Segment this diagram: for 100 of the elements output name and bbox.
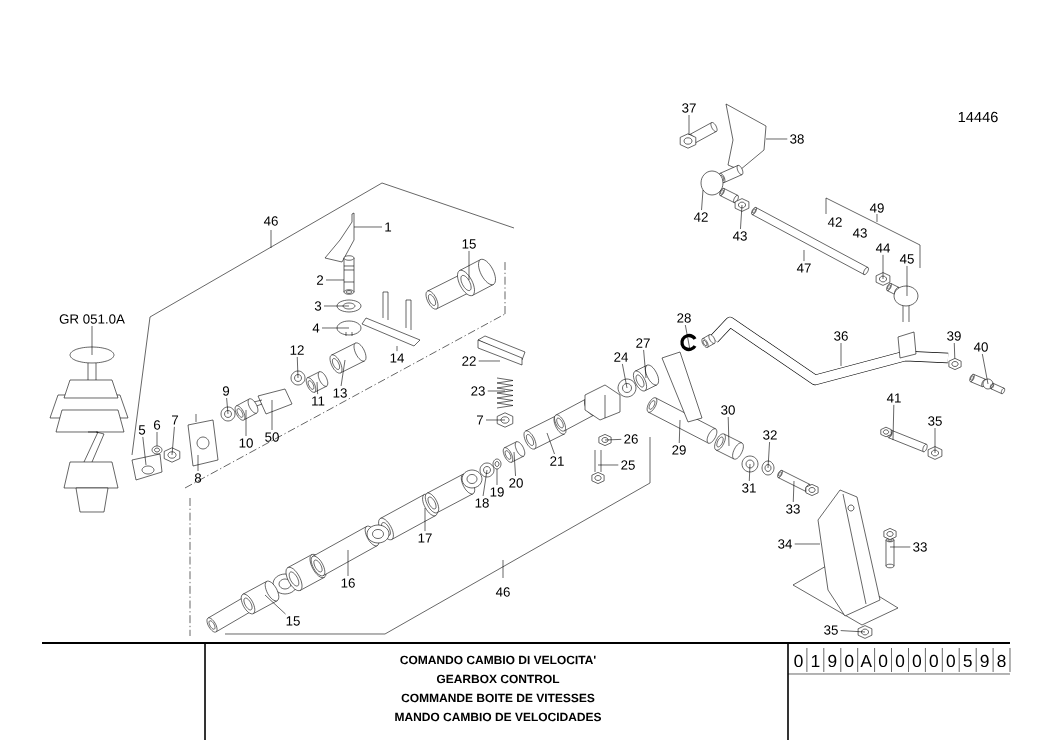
leader-line [296, 356, 299, 379]
bolt-drawing [777, 470, 819, 496]
washer-drawing [336, 299, 362, 313]
leader-line [347, 549, 349, 577]
sleeve-drawing [714, 433, 744, 460]
leader-line [353, 226, 383, 228]
callout-number: 45 [899, 254, 914, 264]
callout-number: 29 [672, 445, 686, 455]
callout-number: 34 [778, 539, 792, 549]
callout-number: 17 [418, 533, 432, 543]
washer-drawing [492, 458, 502, 470]
code-cell: 0 [878, 647, 892, 673]
callout-number: 24 [614, 352, 628, 362]
callout-number: 6 [153, 420, 161, 430]
callout-number: 25 [621, 460, 635, 470]
code-cell: 0 [946, 647, 960, 673]
callout-number: 44 [875, 243, 890, 253]
callout-number: 46 [263, 216, 278, 226]
bolt-drawing [591, 449, 605, 484]
leader-line [323, 305, 350, 307]
callout-number: 7 [477, 415, 484, 425]
bolt-drawing [679, 122, 718, 149]
shaft-drawing [272, 524, 390, 595]
title-text: GEARBOX CONTROL [436, 674, 560, 684]
callout-number: 31 [742, 483, 756, 493]
washer-drawing [220, 406, 236, 422]
block-drawing [187, 413, 219, 467]
pin-drawing [343, 255, 355, 295]
code-cell: 8 [997, 647, 1011, 673]
title-text: COMMANDE BOITE DE VITESSES [401, 693, 595, 703]
leader-line [882, 254, 884, 280]
callout-number: 10 [239, 438, 253, 448]
leader-line [982, 353, 989, 385]
nut-drawing [734, 198, 750, 212]
callout-number: 32 [763, 430, 777, 440]
callout-number: 47 [796, 263, 811, 273]
leader-line [478, 360, 501, 362]
ball-stud-drawing [969, 373, 1005, 395]
callout-number: 14 [390, 353, 404, 363]
leader-line [245, 409, 247, 437]
leader-line [424, 507, 426, 532]
callout-number: 30 [721, 405, 735, 415]
code-cell: 0 [912, 647, 926, 673]
drawing-number: 14446 [958, 111, 998, 123]
callout-number: 7 [172, 415, 179, 425]
code-cell: A [860, 647, 875, 673]
leader-line [546, 432, 555, 455]
leader-line [264, 594, 286, 615]
leader-line [597, 464, 619, 466]
callout-number: 15 [286, 616, 300, 626]
callout-number: 35 [824, 625, 838, 635]
callout-number: 18 [475, 498, 489, 508]
ring-drawing [680, 333, 697, 352]
leader-line [396, 345, 398, 352]
callout-number: 43 [852, 228, 867, 238]
leader-line [906, 265, 908, 297]
nut-drawing [948, 358, 962, 370]
callout-number: 50 [265, 432, 279, 442]
shift-rod-drawing [701, 316, 949, 386]
callout-number: 35 [928, 416, 942, 426]
callout-number: 49 [869, 203, 884, 213]
nut-drawing [163, 447, 181, 463]
callout-number: 19 [490, 487, 504, 497]
leader-line [513, 451, 516, 477]
bolt-drawing [883, 528, 897, 569]
sleeve-drawing [234, 398, 259, 421]
bracket-plate-drawing [725, 103, 767, 171]
cone-drawing [329, 342, 367, 374]
callout-number: 27 [636, 338, 650, 348]
leader-line [678, 419, 681, 444]
washer-drawing [761, 460, 775, 476]
callout-number: 41 [886, 393, 901, 403]
callout-number: 3 [314, 301, 322, 311]
callout-number: 20 [509, 478, 523, 488]
leader-line [953, 342, 956, 359]
leader-line [749, 463, 751, 482]
bracket-drawing [324, 212, 355, 263]
code-cell: 5 [963, 647, 977, 673]
shaft-drawing [523, 384, 621, 450]
callout-number: 13 [333, 388, 347, 398]
leader-line [604, 439, 622, 441]
nut-drawing [496, 412, 514, 428]
leader-line [487, 390, 506, 392]
callout-number: 26 [624, 434, 638, 444]
leader-line [197, 454, 199, 472]
leader-line [840, 630, 866, 633]
callout-number: GR 051.0A [59, 314, 125, 324]
callout-number: 5 [138, 425, 146, 435]
callout-number: 37 [682, 103, 696, 113]
leader-line [934, 427, 936, 454]
nut-drawing [875, 272, 891, 286]
leader-line [803, 249, 805, 262]
fork-drawing [253, 388, 293, 415]
lever-drawing [646, 351, 718, 444]
leader-line [688, 114, 690, 136]
code-cell: 0 [895, 647, 909, 673]
code-cell: 9 [980, 647, 994, 673]
callout-number: 33 [913, 542, 927, 552]
leader-line [316, 381, 318, 395]
leader-line [226, 397, 229, 415]
